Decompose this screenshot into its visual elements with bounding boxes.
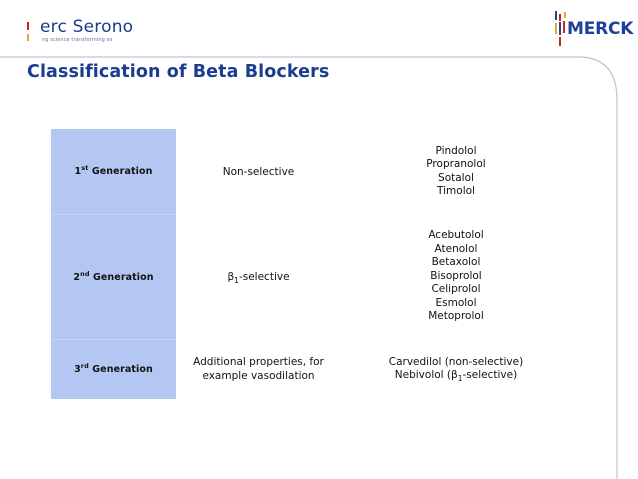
generation-word: Generation <box>89 271 154 283</box>
generation-cell: 2nd Generation <box>51 214 176 339</box>
drug-item: Timolol <box>437 185 475 197</box>
generation-cell: 1st Generation <box>51 129 176 214</box>
generation-ordinal: rd <box>80 361 89 370</box>
merck-serono-logo: erc Serono ng science transforming es <box>26 17 146 47</box>
generation-label: 2nd Generation <box>73 269 154 283</box>
table-row: 3rd Generation Additional properties, fo… <box>51 339 571 399</box>
generation-ordinal: st <box>81 163 89 172</box>
merck-logo: MERCK <box>552 10 633 48</box>
selectivity-text: β1-selective <box>227 270 290 285</box>
drug-item: Carvedilol (non-selective) <box>388 355 524 368</box>
drug-item: Esmolol <box>435 296 477 309</box>
slide-header: erc Serono ng science transforming es ME… <box>0 0 638 57</box>
generation-label: 1st Generation <box>74 163 153 177</box>
drugs-cell: Carvedilol (non-selective)Nebivolol (β1-… <box>341 339 571 399</box>
page-title: Classification of Beta Blockers <box>27 62 330 82</box>
drug-item: Celiprolol <box>431 283 481 296</box>
generation-word: Generation <box>88 166 153 177</box>
generation-number: 1 <box>74 166 82 177</box>
selectivity-cell: β1-selective <box>176 214 341 339</box>
selectivity-text: Non-selective <box>222 165 295 178</box>
drug-item: Sotalol <box>438 171 474 184</box>
generation-word: Generation <box>88 364 153 375</box>
serono-bars-icon <box>26 22 32 44</box>
drug-item: Propranolol <box>426 158 486 170</box>
serono-wordmark: erc Serono <box>40 17 134 37</box>
drug-item: Metoprolol <box>428 310 484 323</box>
merck-bars-icon <box>552 10 570 48</box>
drug-list: Carvedilol (non-selective)Nebivolol (β1-… <box>389 356 523 383</box>
drug-item: Bisoprolol <box>430 269 482 282</box>
drug-item: Atenolol <box>434 242 478 255</box>
generation-label: 3rd Generation <box>74 361 153 375</box>
selectivity-text: Additional properties, for example vasod… <box>193 356 324 382</box>
drug-item: Betaxolol <box>431 256 481 269</box>
selectivity-cell: Non-selective <box>176 129 341 214</box>
merck-wordmark: MERCK <box>567 19 634 39</box>
drug-item: Nebivolol (β1-selective) <box>394 369 518 384</box>
drug-item: Pindolol <box>435 144 477 157</box>
generation-number: 3 <box>74 364 81 375</box>
generation-cell: 3rd Generation <box>51 339 176 399</box>
generation-number: 2 <box>73 271 81 283</box>
drug-item: Acebutolol <box>428 229 484 242</box>
serono-tagline: ng science transforming es <box>42 37 113 43</box>
selectivity-cell: Additional properties, for example vasod… <box>176 339 341 399</box>
generation-ordinal: nd <box>80 269 90 278</box>
